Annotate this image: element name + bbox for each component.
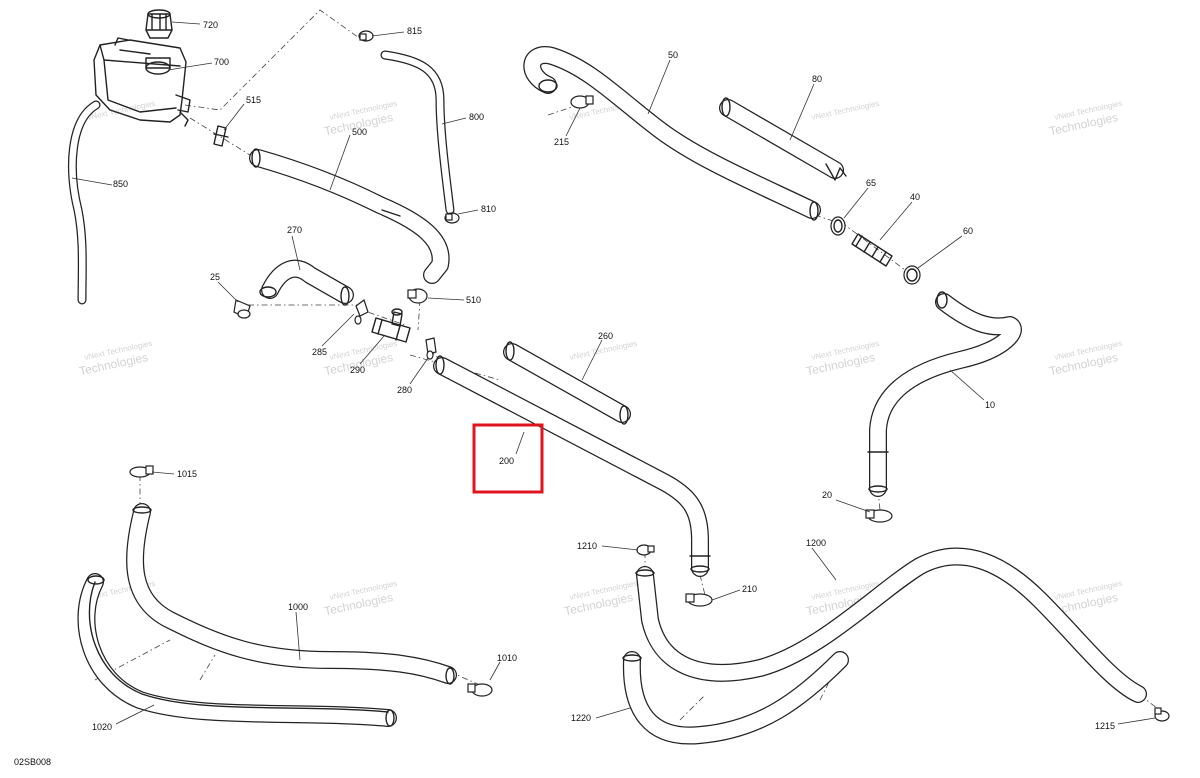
clamp-1215 (1154, 707, 1170, 722)
clamp-1010 (467, 683, 493, 697)
callout-50: 50 (668, 50, 678, 60)
fitting-515 (213, 125, 229, 147)
callout-20: 20 (822, 490, 832, 500)
sleeve-80 (719, 97, 847, 181)
selected-part-highlight[interactable] (472, 423, 544, 494)
clamp-65 (830, 216, 846, 236)
callout-60: 60 (963, 226, 973, 236)
clamp-810 (444, 212, 460, 224)
callout-515: 515 (246, 95, 261, 105)
callout-800: 800 (469, 112, 484, 122)
clamp-60 (903, 265, 921, 285)
hose-500 (249, 148, 450, 284)
clamp-285 (354, 299, 369, 325)
callout-1215: 1215 (1095, 721, 1115, 731)
callout-285: 285 (312, 347, 327, 357)
callout-1200: 1200 (806, 538, 826, 548)
coolant-reservoir (93, 37, 191, 127)
hose-800 (380, 50, 455, 215)
callout-810: 810 (481, 204, 496, 214)
callout-210: 210 (742, 584, 757, 594)
callout-labels: 720 815 700 515 800 500 850 810 270 25 5… (92, 20, 1115, 732)
callout-1015: 1015 (177, 469, 197, 479)
clamp-815 (358, 30, 374, 42)
callout-260: 260 (598, 331, 613, 341)
hose-1200 (635, 547, 1147, 703)
callout-510: 510 (466, 295, 481, 305)
clamp-215 (570, 95, 594, 109)
callout-700: 700 (214, 57, 229, 67)
clamp-1015 (129, 465, 154, 478)
sleeve-260 (503, 341, 631, 425)
reservoir-cap (145, 9, 173, 39)
callout-25: 25 (210, 272, 220, 282)
clamp-20 (865, 509, 893, 523)
callout-65: 65 (866, 178, 876, 188)
callout-815: 815 (407, 26, 422, 36)
callout-1020: 1020 (92, 722, 112, 732)
clamp-510 (407, 288, 428, 304)
overflow-hose-850 (67, 100, 101, 305)
watermark-text: vNext Technologies (569, 339, 639, 362)
callout-1000: 1000 (288, 602, 308, 612)
connector-40 (851, 233, 893, 267)
callout-1220: 1220 (571, 713, 591, 723)
hose-1020 (77, 573, 397, 727)
callout-200: 200 (499, 456, 514, 466)
callout-80: 80 (812, 74, 822, 84)
hose-50 (523, 46, 821, 221)
callout-270: 270 (287, 225, 302, 235)
callout-10: 10 (985, 400, 995, 410)
clamp-25 (233, 299, 251, 319)
elbow-270 (259, 259, 354, 306)
callout-290: 290 (350, 365, 365, 375)
hose-1000 (126, 503, 457, 685)
t-fitting-290 (371, 308, 411, 343)
callout-720: 720 (203, 20, 218, 30)
hose-200 (433, 355, 711, 577)
callout-215: 215 (554, 137, 569, 147)
callout-850: 850 (113, 179, 128, 189)
callout-1010: 1010 (497, 653, 517, 663)
callout-1210: 1210 (577, 541, 597, 551)
clamp-1210 (636, 544, 655, 556)
callout-40: 40 (910, 192, 920, 202)
callout-280: 280 (397, 385, 412, 395)
clamp-280 (425, 337, 437, 360)
clamp-210 (685, 593, 713, 607)
leader-lines (71, 21, 1156, 725)
hose-1220 (622, 651, 849, 745)
diagram-code: 02SB008 (14, 757, 51, 767)
watermark-text: vNext Technologies (811, 99, 881, 122)
callout-500: 500 (352, 127, 367, 137)
hose-10 (867, 291, 1022, 497)
